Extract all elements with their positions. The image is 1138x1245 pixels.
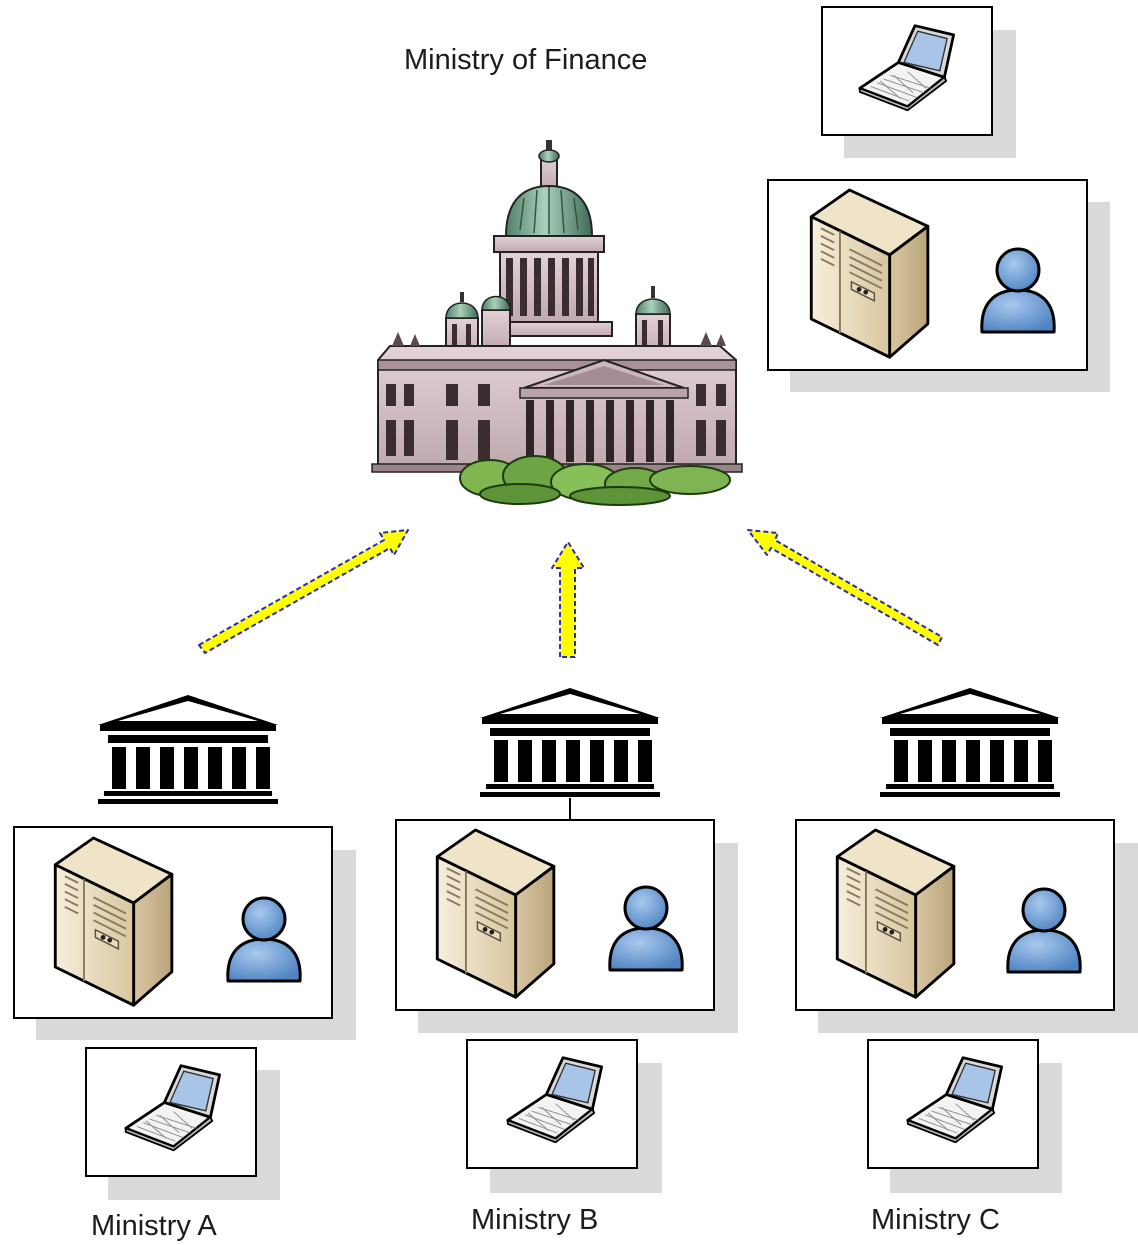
ministry-a-group	[13, 695, 356, 1200]
ministry-b-label: Ministry B	[471, 1204, 599, 1236]
ministry-building-icon	[480, 688, 660, 797]
finance-server-box	[767, 179, 1110, 392]
diagram-title: Ministry of Finance	[404, 44, 648, 76]
ministry-c-group	[795, 688, 1138, 1193]
ministry-building-icon	[880, 688, 1060, 797]
ministry-building-icon	[98, 695, 278, 804]
finance-laptop-box	[821, 6, 1016, 158]
ministry-a-label: Ministry A	[91, 1210, 217, 1242]
ministry-c-label: Ministry C	[871, 1204, 1000, 1236]
ministry-b-group	[395, 688, 738, 1193]
capitol-building-icon	[371, 140, 743, 506]
up-arrow-icon	[198, 529, 943, 658]
